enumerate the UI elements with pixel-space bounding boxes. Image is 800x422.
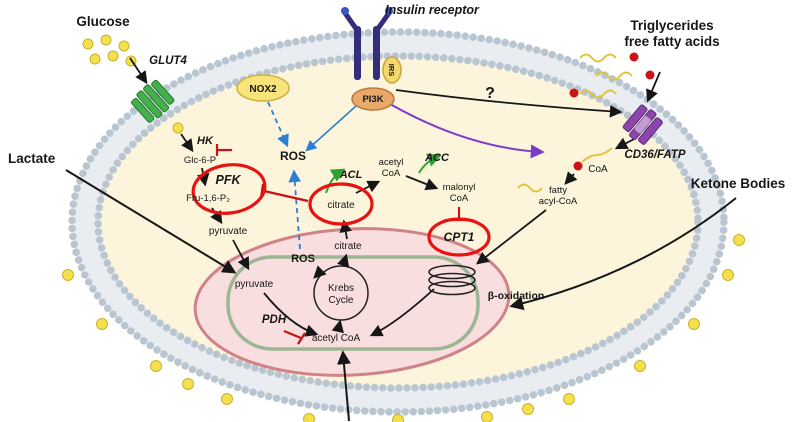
- cpt1-highlight-circle: [427, 217, 491, 257]
- question-signal-arrow: [395, 89, 623, 118]
- glucose-to-glc6p-arrow: [180, 133, 194, 153]
- fatty-acyl-coa-label-2: acyl-CoA: [539, 196, 578, 207]
- pyruvate-mito-label: pyruvate: [235, 279, 274, 290]
- citrate-mito-label: citrate: [334, 241, 362, 252]
- acetyl-coa-cytosol-label-2: CoA: [382, 168, 401, 179]
- citrate-highlight-circle: [308, 182, 374, 226]
- insulin-receptor: [341, 7, 393, 80]
- irs-adapter: [382, 56, 402, 84]
- fattyacyl-to-betaox-arrow: [476, 209, 547, 265]
- acl-activation-arrow: [325, 168, 346, 194]
- cd36-release-arrow: [614, 137, 637, 150]
- acl-label: ACL: [339, 169, 363, 181]
- glut4-transporter: [131, 79, 175, 123]
- cd36-fatp-transporter: [622, 104, 663, 145]
- triglyceride-chain-1: [579, 53, 617, 63]
- acc-activation-arrow: [418, 153, 442, 174]
- ros-cytosol-label: ROS: [280, 149, 306, 163]
- mitochondrion-inner-membrane: [226, 255, 480, 351]
- acetyl-coa-mito-label: acetyl CoA: [312, 333, 361, 344]
- krebs-direction-arrow: [313, 265, 327, 279]
- glucose-label: Glucose: [76, 14, 130, 29]
- bottom-input-arrow: [337, 350, 351, 422]
- glut4-label: GLUT4: [149, 55, 187, 67]
- highlight-circles: [191, 163, 491, 257]
- plasma-membrane-inner-beads: [94, 52, 702, 392]
- ketone-bodies-label: Ketone Bodies: [691, 176, 786, 191]
- nox2-label: NOX2: [249, 84, 277, 95]
- pfk-label: PFK: [216, 173, 242, 187]
- pyruvate-into-mito-arrow: [232, 239, 250, 271]
- receptor-binding-tip-left: [341, 7, 349, 15]
- pyruvate-cytosol-label: pyruvate: [209, 226, 248, 237]
- fru16p2-label: Fru-1,6-P₂: [186, 193, 230, 204]
- glc6p-label: Glc-6-P: [184, 155, 216, 166]
- triglyceride-chain-3: [579, 89, 617, 99]
- acc-label: ACC: [424, 152, 450, 164]
- coa-label: CoA: [588, 164, 608, 175]
- beta-oxidation-coil: [428, 264, 476, 296]
- lactate-import-arrow: [65, 169, 237, 274]
- activation-arrows: [325, 153, 442, 194]
- coa-to-fattyacyl-arrow: [564, 171, 578, 185]
- citrate-cytosol-label: citrate: [327, 200, 355, 211]
- question-mark-label: ?: [485, 85, 495, 102]
- pfk-highlight-circle: [191, 163, 267, 215]
- beta-oxidation-label: β-oxidation: [488, 290, 545, 302]
- imported-fatty-acid-chain: [581, 147, 613, 163]
- krebs-to-citrate-arrow: [337, 253, 350, 268]
- ros-arrows: [267, 101, 357, 250]
- nox2-to-ros-arrow: [267, 101, 289, 148]
- krebs-cycle-label-2: Cycle: [328, 295, 353, 306]
- pi3k-lipid-signal-arrow: [389, 103, 545, 159]
- acetylcoa-to-krebs-arrow: [331, 319, 344, 334]
- glucose-uptake-arrow: [129, 57, 148, 85]
- triglycerides-label-2: free fatty acids: [624, 34, 719, 49]
- plasma-membrane-outer-beads: [68, 28, 728, 416]
- triglyceride-chain-2: [595, 71, 633, 81]
- pdh-label: PDH: [262, 314, 287, 326]
- insulin-receptor-label: Insulin receptor: [385, 3, 480, 17]
- acetyl-coa-cytosol-label-1: acetyl: [379, 157, 404, 168]
- pdh-inhibition: [283, 329, 306, 345]
- glucose-molecules: [82, 34, 137, 67]
- ros-mito-label: ROS: [291, 253, 315, 265]
- pyruvate-to-acetylcoa-arrow: [263, 292, 319, 337]
- acetyl-to-malonyl-arrow: [405, 175, 439, 191]
- mito-ros-to-cytosol-ros-arrow: [288, 169, 302, 250]
- pi3k-enzyme: [351, 87, 395, 111]
- betaox-to-acetylcoa-arrow: [369, 288, 435, 337]
- nox2-enzyme: [236, 74, 290, 102]
- hk-inhibition: [215, 144, 232, 156]
- triglyceride-uptake-arrow: [646, 71, 661, 103]
- extracellular-dots: [62, 234, 745, 422]
- imported-glucose-dot: [172, 122, 184, 134]
- malonyl-coa-label-2: CoA: [450, 193, 469, 204]
- pi3k-to-ros-arrow: [305, 105, 357, 152]
- fatty-acyl-coa-label-1: fatty: [549, 185, 567, 196]
- triglycerides-label-1: Triglycerides: [630, 18, 713, 33]
- krebs-cycle-label-1: Krebs: [328, 283, 354, 294]
- cd36-fatp-label: CD36/FATP: [624, 149, 685, 161]
- cpt1-label: CPT1: [444, 230, 475, 244]
- irs-label: IRS: [387, 64, 396, 77]
- hk-label: HK: [197, 135, 214, 147]
- fru-to-pyruvate-arrow: [210, 207, 223, 225]
- lactate-label: Lactate: [8, 151, 56, 166]
- pi3k-label: PI3K: [362, 94, 383, 105]
- receptor-binding-tip-right: [385, 7, 393, 15]
- ketone-import-arrow: [509, 197, 737, 311]
- fatty-acid-chains: [517, 53, 633, 193]
- citrate-to-acetyl-arrow: [355, 180, 381, 194]
- fatty-acyl-chain: [517, 183, 543, 193]
- malonyl-coa-label-1: malonyl: [443, 182, 476, 193]
- fatty-acid-heads: [569, 52, 655, 171]
